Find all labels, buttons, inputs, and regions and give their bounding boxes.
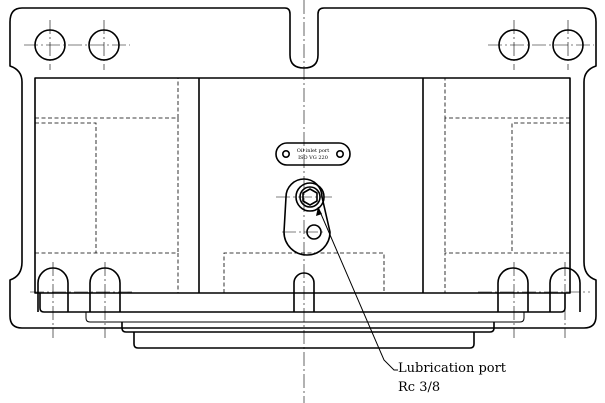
oil-inlet-plate: Oil inlet port ISO VG 220 (275, 142, 351, 166)
plate-text-line2: ISO VG 220 (298, 155, 328, 161)
plate-text-line1: Oil inlet port (297, 148, 329, 154)
base-plate-2 (85, 312, 525, 323)
callout-leader (317, 206, 398, 371)
plate-screw (335, 150, 344, 159)
lubrication-boss (283, 178, 331, 256)
main-body (34, 77, 571, 294)
port-outer-ring (295, 182, 325, 212)
port-inner-ring (299, 186, 321, 208)
callout-arrowhead (316, 207, 322, 216)
plate-screw (281, 150, 290, 159)
lower-port-hole (306, 224, 322, 240)
plate-outline (275, 142, 351, 166)
center-lines (24, 0, 594, 403)
bottom-slot (497, 267, 529, 312)
hidden-lines-right (444, 78, 570, 293)
bolt-holes-bottom (37, 267, 581, 312)
housing-outline (9, 7, 597, 329)
hidden-lines-left (35, 78, 179, 293)
hex-plug-icon (302, 188, 318, 206)
callout-label-line2: Rc 3/8 (398, 380, 440, 395)
base-plate-3 (121, 322, 495, 333)
base-plate-1 (39, 293, 566, 313)
callout-label-line1: Lubrication port (398, 361, 507, 376)
